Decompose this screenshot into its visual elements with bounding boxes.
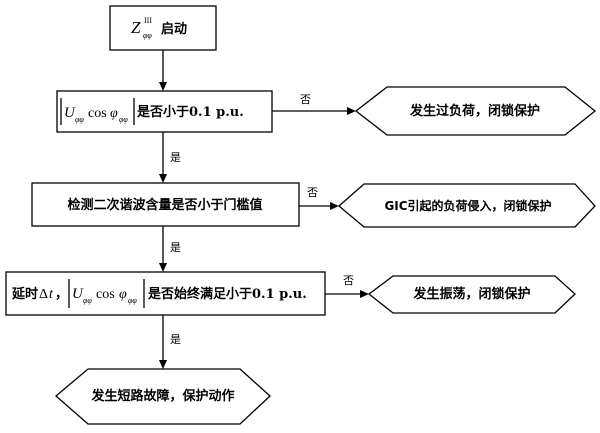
arrowhead xyxy=(159,82,167,91)
start-symbol: Z xyxy=(131,18,141,37)
decision3-label: 是否始终满足小于0.1 p.u. xyxy=(147,286,307,302)
d3-math-phi: φ xyxy=(119,287,127,302)
label-no-1: 否 xyxy=(300,93,311,106)
label-yes-3: 是 xyxy=(170,333,181,346)
d1-math-phi: φ xyxy=(110,106,118,121)
d3-comma: ， xyxy=(55,287,68,302)
arrowhead xyxy=(330,202,339,210)
d3-math-cos: cos xyxy=(96,287,115,302)
start-label: 启动 xyxy=(161,21,187,37)
d3-delta: Δ xyxy=(39,287,48,302)
label-yes-2: 是 xyxy=(170,241,181,254)
d3-prefix: 延时 xyxy=(11,286,38,302)
result2-shape: GIC引起的负荷侵入，闭锁保护 xyxy=(338,183,596,228)
d1-math-cos: cos xyxy=(88,106,107,121)
start-subscript: φφ xyxy=(143,31,152,40)
d3-math-sub2: φφ xyxy=(128,296,137,305)
arrowhead xyxy=(159,174,167,183)
step2-label: 检测二次谐波含量是否小于门槛值 xyxy=(67,197,262,213)
d3-math-sub: φφ xyxy=(83,296,92,305)
result4-label: 发生短路故障，保护动作 xyxy=(90,388,234,404)
result1-shape: 发生过负荷，闭锁保护 xyxy=(354,86,597,136)
d1-math-U: U xyxy=(64,105,76,121)
decision1-label: 是否小于0.1 p.u. xyxy=(136,105,244,120)
result4-shape: 发生短路故障，保护动作 xyxy=(55,368,271,425)
label-no-3: 否 xyxy=(343,274,354,287)
result3-label: 发生振荡，闭锁保护 xyxy=(412,286,530,302)
label-no-2: 否 xyxy=(307,186,318,199)
arrowhead xyxy=(159,263,167,272)
step2-box: 检测二次谐波含量是否小于门槛值 xyxy=(31,182,300,227)
d3-t: t xyxy=(49,287,54,302)
arrowhead xyxy=(159,360,167,369)
decision3-box: 延时 Δ t ， U φφ cos φ φφ 是否始终满足小于0.1 p.u. xyxy=(5,271,326,316)
d3-math-U: U xyxy=(72,286,84,302)
start-box: Z III φφ 启动 xyxy=(109,5,217,51)
arrowhead xyxy=(360,290,369,298)
start-superscript: III xyxy=(144,16,152,25)
label-yes-1: 是 xyxy=(170,151,181,164)
result2-label: GIC引起的负荷侵入，闭锁保护 xyxy=(384,198,551,213)
result3-shape: 发生振荡，闭锁保护 xyxy=(367,275,576,314)
d1-math-sub: φφ xyxy=(75,115,84,124)
d1-math-sub2: φφ xyxy=(119,115,128,124)
arrowhead xyxy=(347,107,356,115)
decision1-box: U φφ cos φ φφ 是否小于0.1 p.u. xyxy=(56,90,273,133)
result1-label: 发生过负荷，闭锁保护 xyxy=(409,103,540,119)
